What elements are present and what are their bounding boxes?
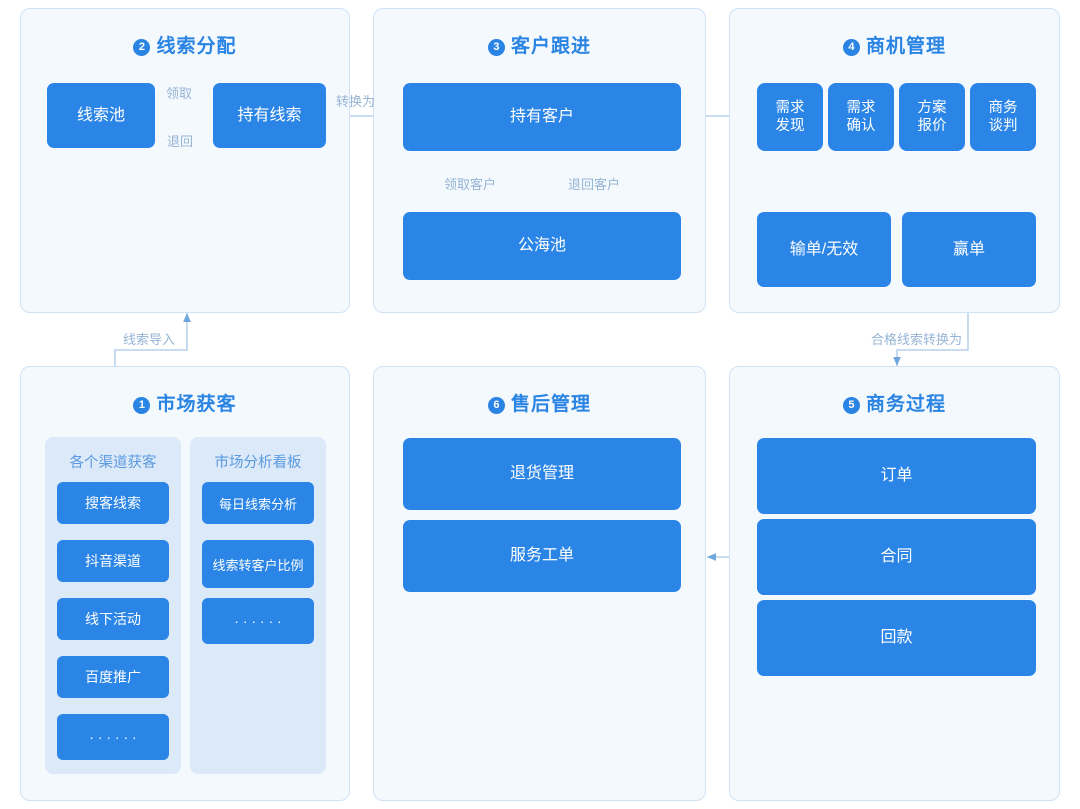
node-contract[interactable]: 合同 [757,519,1036,595]
wire-label-return: 退回 [167,134,194,149]
node-stage-demand-confirm[interactable]: 需求 确认 [828,83,894,151]
panel-title-text: 售后管理 [510,394,591,415]
panel-number-badge: 5 [842,397,860,414]
panel-number-badge: 2 [133,39,151,56]
panel-title-text: 线索分配 [156,36,237,57]
panel-title-after-sales: 6 售后管理 [374,389,705,416]
chip-search-lead[interactable]: 搜客线索 [57,482,169,524]
wire-label-lead-import: 线索导入 [118,328,181,349]
panel-title-text: 市场获客 [156,394,237,415]
panel-number-badge: 3 [487,39,505,56]
node-lead-pool[interactable]: 线索池 [47,83,155,148]
subcolumn-title-dashboard: 市场分析看板 [214,455,302,471]
node-outcome-won[interactable]: 赢单 [902,212,1036,287]
node-stage-demand-discovery[interactable]: 需求 发现 [757,83,823,151]
chip-offline-event[interactable]: 线下活动 [57,598,169,640]
wire-label-claim: 领取 [166,86,193,101]
chip-baidu-promotion[interactable]: 百度推广 [57,656,169,698]
node-stage-proposal-quote[interactable]: 方案 报价 [899,83,965,151]
panel-title-market: 1 市场获客 [21,389,349,416]
panel-title-text: 商机管理 [865,36,946,57]
panel-number-badge: 6 [487,397,505,414]
node-stage-negotiation[interactable]: 商务 谈判 [970,83,1036,151]
node-return-management[interactable]: 退货管理 [403,438,681,510]
wire-label-return-customer: 退回客户 [568,177,621,192]
chip-channel-more[interactable]: · · · · · · [57,714,169,760]
wire-label-qualified-convert: 合格线索转换为 [866,328,968,349]
chip-douyin-channel[interactable]: 抖音渠道 [57,540,169,582]
node-service-ticket[interactable]: 服务工单 [403,520,681,592]
node-payment-collection[interactable]: 回款 [757,600,1036,676]
panel-title-customer-follow: 3 客户跟进 [374,31,705,58]
subcolumn-title-channels: 各个渠道获客 [69,455,157,471]
chip-dashboard-more[interactable]: · · · · · · [202,598,314,644]
node-order[interactable]: 订单 [757,438,1036,514]
node-public-pool[interactable]: 公海池 [403,212,681,280]
panel-number-badge: 1 [133,397,151,414]
panel-lead-assignment: 2 线索分配 [20,8,350,313]
wire-label-convert-to: 转换为 [336,94,376,109]
chip-daily-lead-analysis[interactable]: 每日线索分析 [202,482,314,524]
panel-title-text: 商务过程 [865,394,946,415]
wire-label-claim-customer: 领取客户 [444,177,497,192]
panel-title-lead-assignment: 2 线索分配 [21,31,349,58]
panel-title-business-process: 5 商务过程 [730,389,1059,416]
panel-title-text: 客户跟进 [510,36,591,57]
node-owned-customer[interactable]: 持有客户 [403,83,681,151]
panel-title-opportunity: 4 商机管理 [730,31,1059,58]
panel-number-badge: 4 [842,39,860,56]
node-outcome-lost[interactable]: 输单/无效 [757,212,891,287]
node-owned-lead[interactable]: 持有线索 [213,83,326,148]
chip-lead-to-customer-rate[interactable]: 线索转客户比例 [202,540,314,588]
